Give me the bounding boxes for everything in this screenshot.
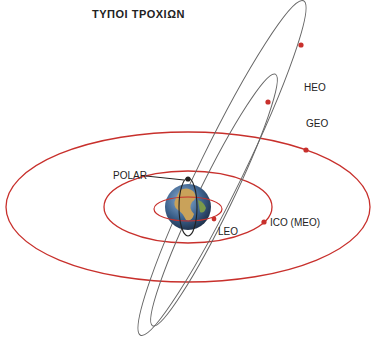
earth-land	[198, 200, 206, 213]
leader-line	[146, 176, 184, 180]
satellite-dot	[261, 219, 266, 224]
orbit-label: POLAR	[113, 170, 147, 181]
orbit-label: HEO	[304, 82, 326, 93]
satellite-dot	[298, 42, 303, 47]
meo-orbit	[104, 171, 272, 243]
diagram-title: ΤΥΠΟΙ ΤΡΟΧΙΩΝ	[92, 8, 185, 20]
satellite-dot	[212, 217, 217, 222]
orbit-label: ICO (MEO)	[270, 217, 320, 228]
earth-land	[174, 188, 195, 220]
orbit-label: LEO	[218, 226, 238, 237]
satellite-dot	[303, 147, 308, 152]
heo-orbit-outer	[121, 0, 324, 343]
earth	[165, 184, 211, 230]
satellite-dot	[265, 99, 270, 104]
orbit-label: GEO	[306, 118, 328, 129]
satellite-dot	[185, 176, 190, 181]
leo-orbit	[154, 197, 222, 221]
heo-orbit-inner	[137, 67, 290, 334]
geo-orbit	[6, 132, 370, 282]
polar-orbit	[179, 178, 197, 236]
